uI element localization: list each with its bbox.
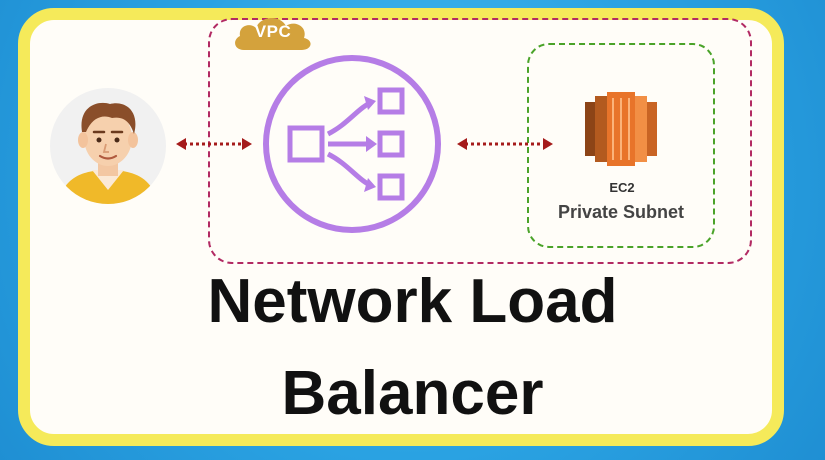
- private-subnet-label: Private Subnet: [557, 202, 685, 222]
- diagram-card: [18, 8, 784, 446]
- title-line-2: Balancer: [281, 359, 544, 428]
- title-line-1: Network Load: [207, 267, 618, 336]
- ec2-label: EC2: [609, 180, 635, 195]
- user-avatar-icon: [48, 86, 168, 206]
- cloud-icon: [235, 17, 311, 50]
- bidirectional-arrow-icon: [455, 136, 555, 152]
- vpc-boundary: [208, 18, 752, 264]
- bidirectional-arrow-icon: [174, 136, 254, 152]
- network-load-balancer-icon: [260, 52, 444, 236]
- vpc-tag: VPC: [230, 10, 316, 56]
- ec2-instance-icon: [585, 92, 657, 166]
- vpc-label: VPC: [254, 22, 292, 41]
